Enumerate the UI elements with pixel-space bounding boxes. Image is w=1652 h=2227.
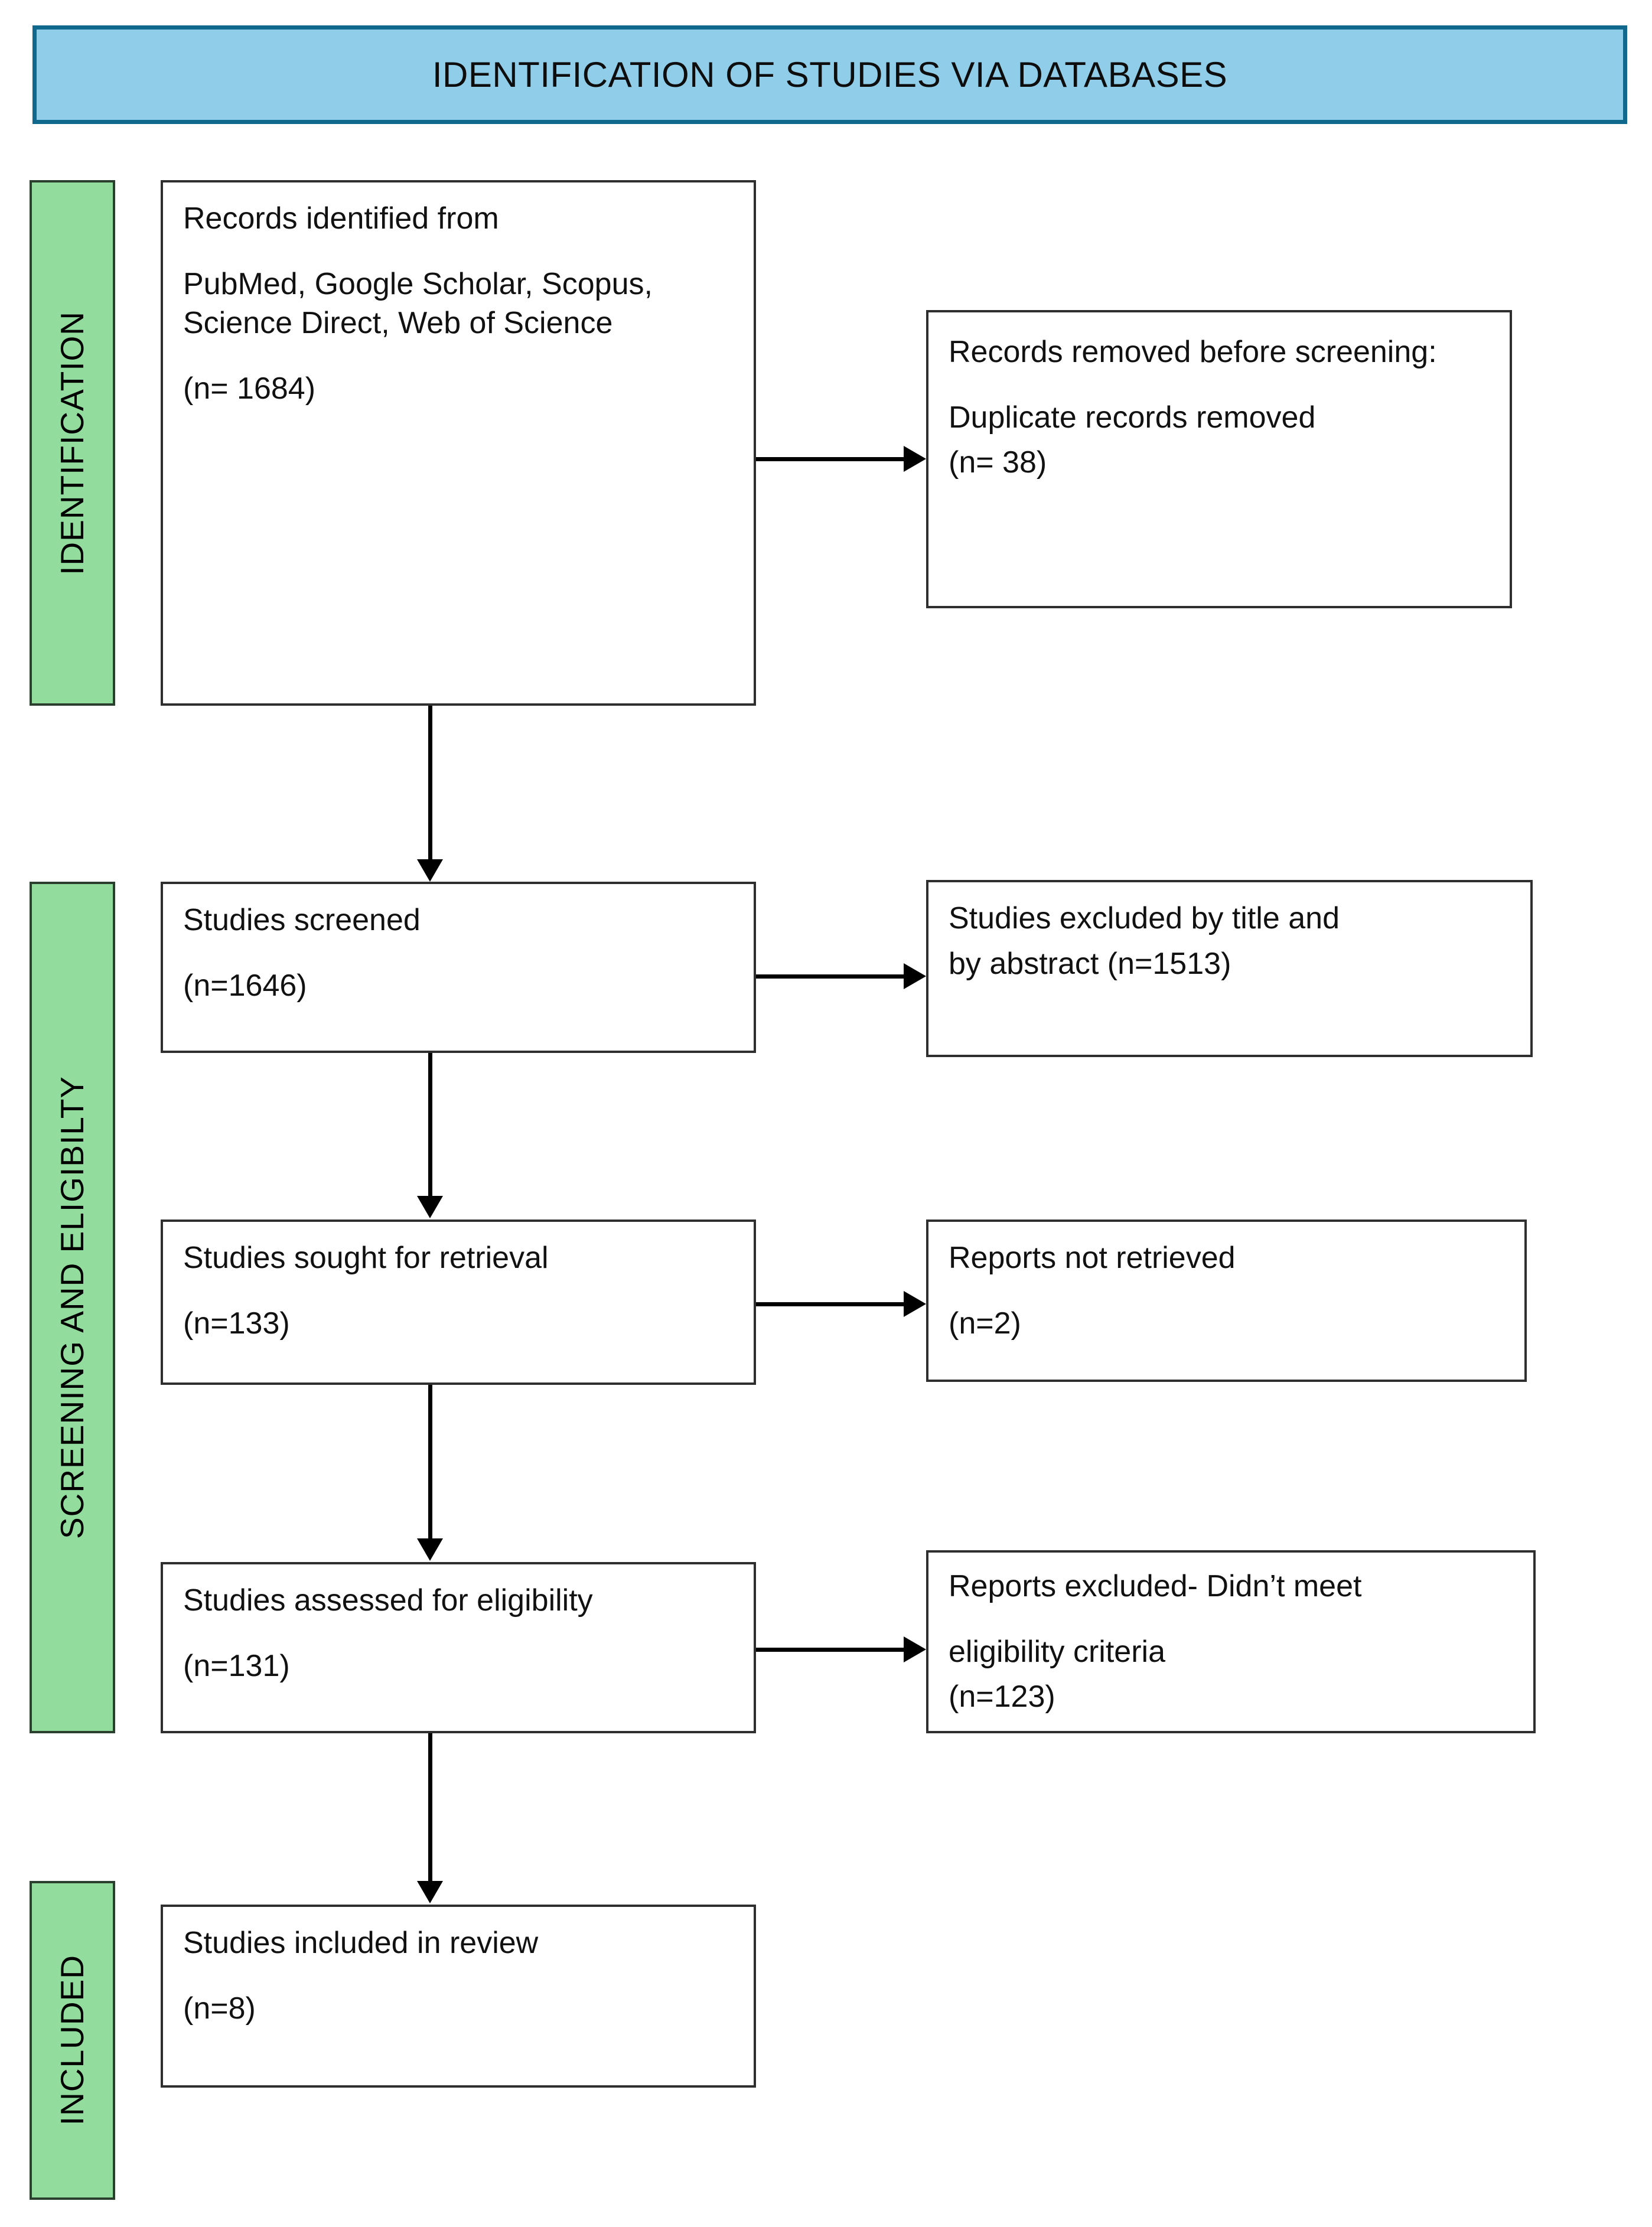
arrowhead-sought-to-not-retrieved bbox=[904, 1291, 926, 1317]
arrowhead-assessed-to-reports-excluded bbox=[904, 1636, 926, 1662]
connector-identified-to-removed bbox=[756, 457, 904, 461]
studies-sought-line1: Studies sought for retrieval bbox=[183, 1241, 549, 1275]
studies-assessed-count: (n=131) bbox=[183, 1648, 290, 1683]
reports-excluded-line2: eligibility criteria bbox=[949, 1634, 1165, 1669]
box-studies-sought-retrieval: Studies sought for retrieval (n=133) bbox=[161, 1220, 756, 1385]
stage-bar-identification: IDENTIFICATION bbox=[30, 180, 115, 706]
diagram-header-banner: IDENTIFICATION OF STUDIES VIA DATABASES bbox=[32, 25, 1627, 124]
connector-screened-to-sought bbox=[428, 1053, 432, 1197]
arrowhead-assessed-to-included bbox=[417, 1881, 443, 1903]
arrowhead-identified-to-screened bbox=[417, 859, 443, 882]
connector-screened-to-excluded bbox=[756, 974, 904, 979]
studies-assessed-line1: Studies assessed for eligibility bbox=[183, 1583, 593, 1618]
records-identified-sources: PubMed, Google Scholar, Scopus, Science … bbox=[183, 266, 653, 341]
records-removed-line2: Duplicate records removed bbox=[949, 400, 1316, 435]
box-studies-assessed-eligibility: Studies assessed for eligibility (n=131) bbox=[161, 1562, 756, 1733]
studies-included-line1: Studies included in review bbox=[183, 1926, 539, 1960]
diagram-title: IDENTIFICATION OF STUDIES VIA DATABASES bbox=[432, 55, 1228, 94]
box-records-removed: Records removed before screening: Duplic… bbox=[926, 310, 1512, 608]
studies-sought-count: (n=133) bbox=[183, 1306, 290, 1341]
studies-included-count: (n=8) bbox=[183, 1991, 256, 2026]
connector-assessed-to-reports-excluded bbox=[756, 1648, 904, 1652]
stage-label-included: INCLUDED bbox=[54, 1955, 90, 2126]
arrowhead-screened-to-excluded bbox=[904, 963, 926, 989]
records-removed-line1: Records removed before screening: bbox=[949, 335, 1437, 369]
excluded-title-abstract-line1: Studies excluded by title and bbox=[949, 901, 1340, 935]
studies-screened-count: (n=1646) bbox=[183, 968, 307, 1003]
box-reports-not-retrieved: Reports not retrieved (n=2) bbox=[926, 1220, 1527, 1382]
connector-sought-to-not-retrieved bbox=[756, 1302, 904, 1306]
arrowhead-screened-to-sought bbox=[417, 1196, 443, 1218]
studies-screened-line1: Studies screened bbox=[183, 903, 421, 937]
connector-identified-to-screened bbox=[428, 706, 432, 860]
arrowhead-identified-to-removed bbox=[904, 446, 926, 472]
stage-label-screening-eligibility: SCREENING AND ELIGIBILTY bbox=[54, 1075, 90, 1539]
arrowhead-sought-to-assessed bbox=[417, 1538, 443, 1561]
reports-not-retrieved-count: (n=2) bbox=[949, 1306, 1021, 1341]
records-removed-count: (n= 38) bbox=[949, 445, 1047, 480]
stage-label-identification: IDENTIFICATION bbox=[54, 311, 90, 575]
reports-excluded-line1: Reports excluded- Didn’t meet bbox=[949, 1569, 1362, 1603]
box-studies-screened: Studies screened (n=1646) bbox=[161, 882, 756, 1053]
box-reports-excluded: Reports excluded- Didn’t meet eligibilit… bbox=[926, 1550, 1536, 1733]
records-identified-count: (n= 1684) bbox=[183, 371, 316, 406]
box-studies-included-review: Studies included in review (n=8) bbox=[161, 1905, 756, 2088]
stage-bar-screening-eligibility: SCREENING AND ELIGIBILTY bbox=[30, 882, 115, 1733]
reports-excluded-count: (n=123) bbox=[949, 1680, 1055, 1714]
box-records-identified: Records identified from PubMed, Google S… bbox=[161, 180, 756, 706]
records-identified-line1: Records identified from bbox=[183, 201, 499, 236]
stage-bar-included: INCLUDED bbox=[30, 1881, 115, 2200]
reports-not-retrieved-line1: Reports not retrieved bbox=[949, 1241, 1236, 1275]
connector-sought-to-assessed bbox=[428, 1385, 432, 1540]
excluded-title-abstract-line2: by abstract (n=1513) bbox=[949, 946, 1231, 981]
connector-assessed-to-included bbox=[428, 1733, 432, 1882]
box-studies-excluded-title-abstract: Studies excluded by title and by abstrac… bbox=[926, 880, 1533, 1057]
